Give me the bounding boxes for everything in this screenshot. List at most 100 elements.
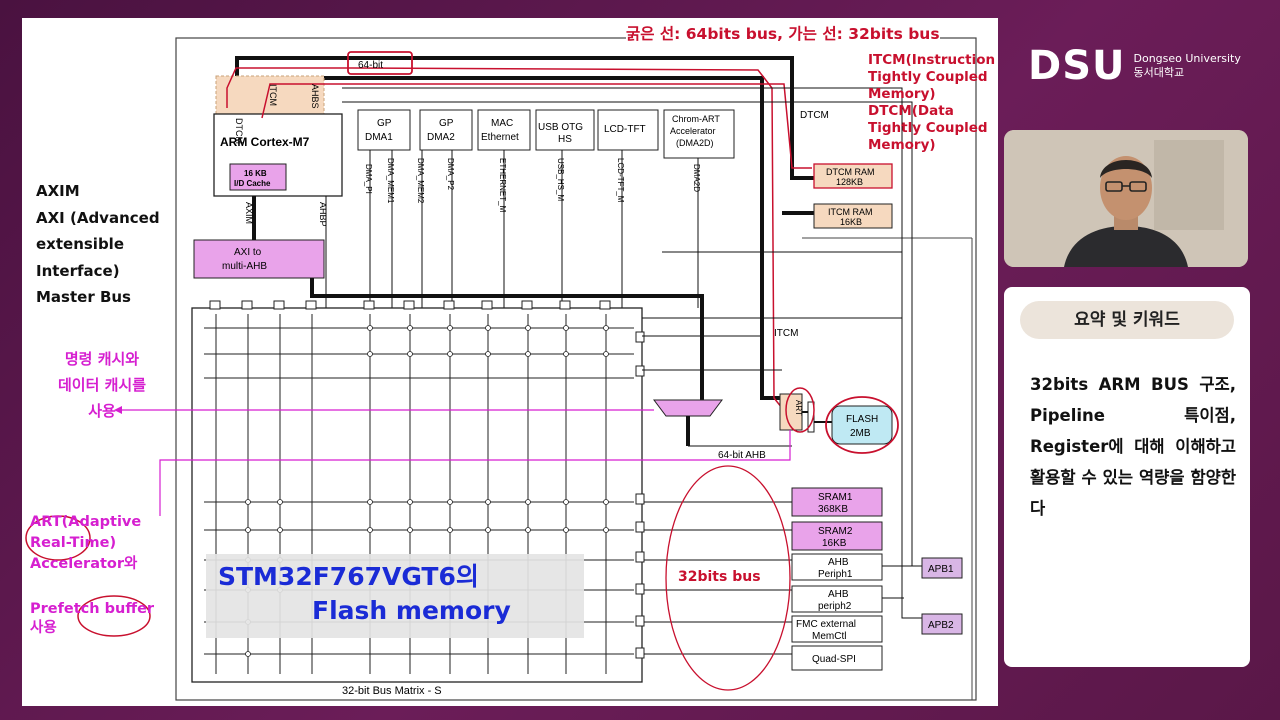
art-note-line-1: ART(Adaptive xyxy=(30,514,142,530)
itcm-ram-label-1: ITCM RAM xyxy=(828,207,873,217)
itcm-64bit-bus xyxy=(252,76,780,400)
art-note-line-3: Accelerator와 xyxy=(30,556,138,572)
master-6-l1: Chrom-ART xyxy=(672,114,720,124)
port-label-8: DMA2D xyxy=(692,164,701,192)
slave-4-l1: AHB xyxy=(828,589,849,600)
bus-width-caption: 굵은 선: 64bits bus, 가는 선: 32bits bus xyxy=(626,22,940,44)
itcm-ram-box xyxy=(813,203,893,229)
port-label-7: LCD-TFT_M xyxy=(616,158,625,203)
flash-title-line-1: STM32F767VGT6의 xyxy=(218,562,479,591)
slave-2-l1: SRAM2 xyxy=(818,526,853,537)
ahbs-vertical-label: AHBS xyxy=(310,84,320,109)
master-1-l1: GP xyxy=(377,118,392,129)
dtcm-vertical-label: DTCM xyxy=(234,118,244,144)
slave-box-3 xyxy=(791,553,883,581)
slave-4-l2: periph2 xyxy=(818,601,852,612)
axim-note-line-1: AXIM xyxy=(36,182,80,200)
matrix-label: 32-bit Bus Matrix - S xyxy=(342,685,442,697)
art-note-line-2: Real-Time) xyxy=(30,535,117,551)
master-2-l2: DMA2 xyxy=(427,132,455,143)
bus32-note: 32bits bus xyxy=(678,569,761,585)
master-1-l2: DMA1 xyxy=(365,132,393,143)
tcm-note-line-3: Memory) xyxy=(868,86,936,102)
cache-label-2: I/D Cache xyxy=(234,179,271,188)
master-4-l1: USB OTG xyxy=(538,122,583,133)
logo-mark: DSU xyxy=(1028,43,1126,89)
itcm-ram-label-2: 16KB xyxy=(840,217,862,227)
tcm-notes: ITCM(Instruction Tightly Coupled Memory)… xyxy=(868,52,995,154)
summary-body: 32bits ARM BUS 구조, Pipeline 특이점, Registe… xyxy=(1030,375,1236,518)
prefetch-note-line-1: Prefetch buffer xyxy=(30,601,155,617)
prefetch-note-line-2: 사용 xyxy=(30,620,57,636)
master-box-6 xyxy=(663,109,735,159)
axim-notes: AXIM AXI (Advanced extensible Interface)… xyxy=(36,178,160,311)
university-name-en: Dongseo University xyxy=(1133,52,1241,65)
axi-bridge xyxy=(193,239,325,279)
axi-bridge-label-1: AXI to xyxy=(234,247,262,258)
flash-label-1: FLASH xyxy=(846,414,878,425)
slide-canvas: 64-bit ARM Cortex-M7 16 KB I/D Cache DTC… xyxy=(22,18,998,706)
flash-mux xyxy=(653,399,723,417)
axim-note-line-4: Interface) xyxy=(36,261,120,280)
prefetch-note: Prefetch buffer 사용 xyxy=(30,600,154,638)
cache-note-line-3: 사용 xyxy=(88,402,116,420)
dtcm-ram-box xyxy=(813,163,893,189)
tcm-note-line-1: ITCM(Instruction xyxy=(868,52,996,68)
cache-label-1: 16 KB xyxy=(244,169,267,178)
tcm-note-line-2: Tightly Coupled xyxy=(868,69,988,85)
port-label-1: DMA_PI xyxy=(364,164,373,194)
master-5-l1: LCD-TFT xyxy=(604,124,646,135)
port-label-6: USB_HS_M xyxy=(556,158,565,201)
flash-title-line-2: Flash memory xyxy=(312,596,511,625)
dtcm-label: DTCM xyxy=(800,110,829,121)
slave-box-4 xyxy=(791,585,883,613)
dtcm-ram-label-1: DTCM RAM xyxy=(826,167,875,177)
master-2-l1: GP xyxy=(439,118,454,129)
summary-panel: 요약 및 키워드 32bits ARM BUS 구조, Pipeline 특이점… xyxy=(1004,287,1250,667)
tcm-note-line-4: DTCM(Data xyxy=(868,103,954,119)
dtcm-ram-label-2: 128KB xyxy=(836,177,863,187)
itcm-label: ITCM xyxy=(774,328,798,339)
axim-note-line-2: AXI (Advanced xyxy=(36,208,160,227)
slave-1-l2: 368KB xyxy=(818,504,848,515)
art-note: ART(Adaptive Real-Time) Accelerator와 xyxy=(30,512,141,575)
apb2-box xyxy=(921,613,963,635)
slave-2-l2: 16KB xyxy=(822,538,847,549)
slave-3-l1: AHB xyxy=(828,557,849,568)
slave-3-l2: Periph1 xyxy=(818,569,853,580)
top-bus-label: 64-bit xyxy=(358,60,383,71)
slave-box-1 xyxy=(791,487,883,517)
university-logo: DSU Dongseo University 동서대학교 xyxy=(1028,44,1241,88)
ahb64-label: 64-bit AHB xyxy=(718,450,766,461)
flash-title-banner xyxy=(206,554,584,638)
summary-title: 요약 및 키워드 xyxy=(1020,301,1234,339)
apb1-box xyxy=(921,557,963,579)
presenter-figure-icon xyxy=(1004,130,1248,267)
apb2-label: APB2 xyxy=(928,620,954,631)
master-4-l2: HS xyxy=(558,134,572,145)
slave-box-6 xyxy=(791,645,883,671)
tcm-note-line-6: Memory) xyxy=(868,137,936,153)
ahbp-vertical-label: AHBP xyxy=(318,202,328,227)
master-box-5 xyxy=(597,109,659,151)
cache-note: 명령 캐시와 데이터 캐시를 사용 xyxy=(32,346,172,424)
university-name-ko: 동서대학교 xyxy=(1133,66,1185,79)
slave-6-l1: Quad-SPI xyxy=(812,654,856,665)
axim-note-line-5: Master Bus xyxy=(36,288,131,306)
master-6-l3: (DMA2D) xyxy=(676,138,714,148)
port-label-2: DMA_MEM1 xyxy=(386,158,395,204)
flash-title: STM32F767VGT6의 Flash memory xyxy=(218,560,511,628)
port-label-4: DMA_P2 xyxy=(446,158,455,191)
art-label: ART xyxy=(794,400,803,416)
master-3-l1: MAC xyxy=(491,118,513,129)
slave-5-l2: MemCtl xyxy=(812,631,846,642)
master-3-l2: Ethernet xyxy=(481,132,519,143)
port-label-5: ETHERNET_M xyxy=(498,158,507,213)
axim-vertical-label: AXIM xyxy=(244,202,254,224)
master-box-1 xyxy=(357,109,411,151)
slave-5-l1: FMC external xyxy=(796,619,856,630)
slave-box-2 xyxy=(791,521,883,551)
cpu-label: ARM Cortex-M7 xyxy=(220,135,310,149)
axi-bridge-label-2: multi-AHB xyxy=(222,261,267,272)
cache-box xyxy=(229,163,287,191)
